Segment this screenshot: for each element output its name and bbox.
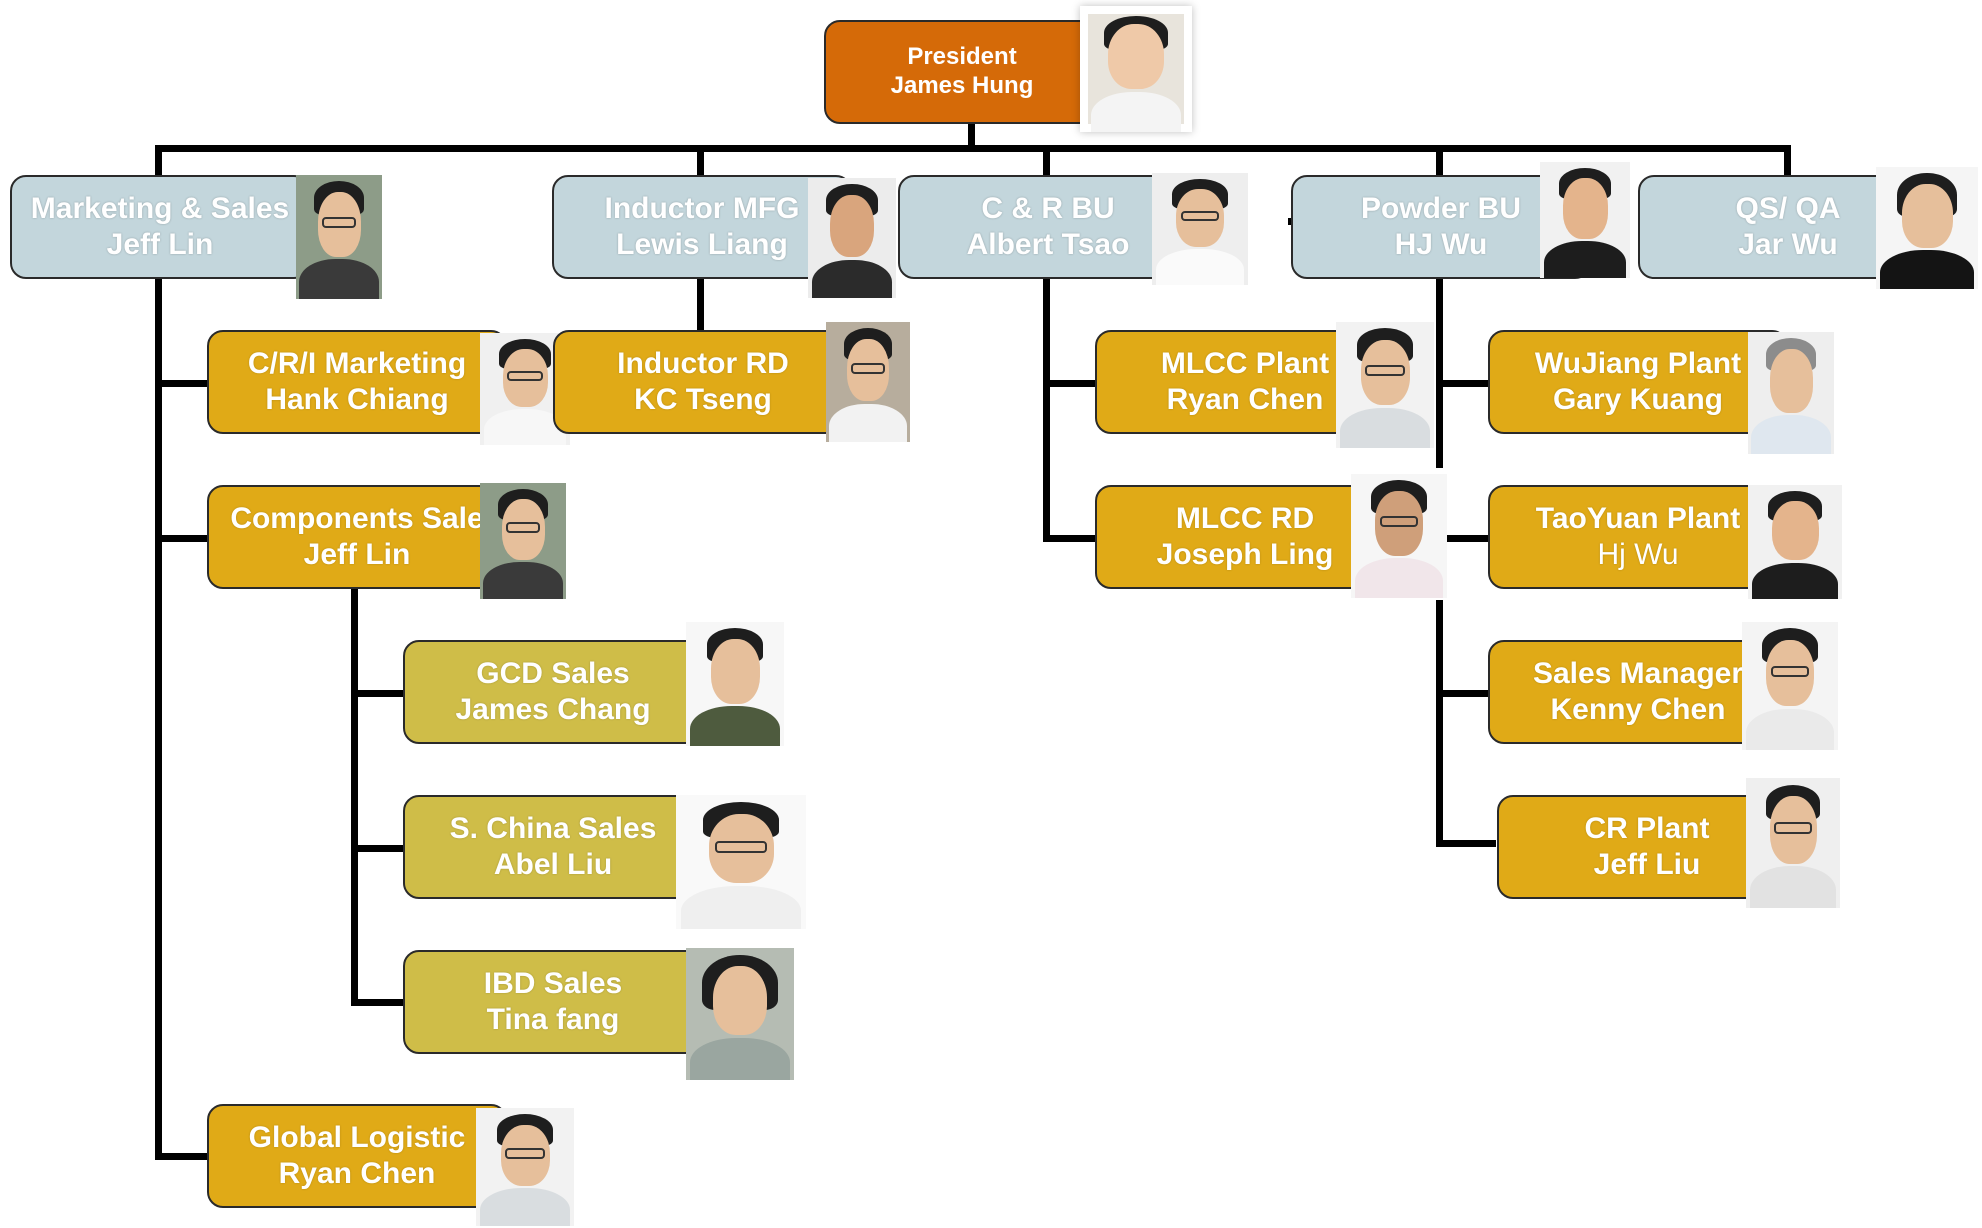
org-node-head[interactable]: Marketing & Sales Jeff Lin (10, 175, 310, 279)
person-photo (1080, 6, 1192, 132)
org-node-sub[interactable]: C/R/I Marketing Hank Chiang (207, 330, 507, 434)
org-node-sub[interactable]: MLCC RD Joseph Ling (1095, 485, 1395, 589)
connector-line (155, 148, 162, 176)
connector-line (1436, 278, 1443, 468)
node-role: GCD Sales (476, 657, 630, 690)
org-node-sub[interactable]: GCD Sales James Chang (403, 640, 703, 744)
connector-line (155, 278, 162, 1160)
org-node-president[interactable]: President James Hung (824, 20, 1100, 124)
connector-line (155, 535, 207, 542)
person-photo (480, 483, 566, 599)
connector-line (1436, 690, 1488, 697)
connector-line (697, 278, 704, 330)
node-name: Hank Chiang (265, 383, 449, 416)
node-name: Gary Kuang (1552, 383, 1724, 416)
node-name: Jar Wu (1738, 228, 1838, 261)
node-role: S. China Sales (449, 812, 657, 845)
connector-line (1446, 535, 1488, 542)
node-name: James Chang (455, 693, 651, 726)
connector-line (351, 845, 403, 852)
connector-line (155, 380, 207, 387)
connector-line (351, 999, 403, 1006)
connector-line (1043, 278, 1050, 542)
node-role: President (907, 43, 1017, 71)
person-photo (1540, 162, 1630, 278)
node-name: KC Tseng (634, 383, 772, 416)
person-photo (1748, 485, 1842, 599)
node-name: Jeff Lin (106, 228, 214, 261)
node-role: C & R BU (981, 192, 1115, 225)
node-role: Components Sale (230, 502, 484, 535)
node-role: Global Logistic (248, 1121, 466, 1154)
node-name: Jeff Liu (1593, 848, 1701, 881)
person-photo (1152, 173, 1248, 285)
node-name: Kenny Chen (1550, 693, 1726, 726)
node-name: Lewis Liang (616, 228, 788, 261)
person-photo (476, 1108, 574, 1226)
org-node-sub[interactable]: Inductor RD KC Tseng (553, 330, 853, 434)
org-node-head[interactable]: C & R BU Albert Tsao (898, 175, 1198, 279)
node-name: HJ Wu (1394, 228, 1488, 261)
connector-line (1436, 600, 1443, 845)
org-node-sub[interactable]: Sales Manager Kenny Chen (1488, 640, 1788, 744)
org-node-head[interactable]: Inductor MFG Lewis Liang (552, 175, 852, 279)
node-name: Ryan Chen (1166, 383, 1324, 416)
node-name: James Hung (890, 72, 1034, 99)
node-role: C/R/I Marketing (247, 347, 467, 380)
node-role: Inductor RD (617, 347, 789, 380)
node-role: Marketing & Sales (30, 192, 290, 225)
org-node-sub[interactable]: TaoYuan Plant Hj Wu (1488, 485, 1788, 589)
connector-line (1436, 840, 1496, 847)
node-name: Ryan Chen (278, 1157, 436, 1190)
person-photo (676, 795, 806, 929)
connector-line (351, 588, 358, 1006)
connector-line (155, 145, 1791, 152)
node-name: Hj Wu (1597, 538, 1679, 571)
person-photo (1742, 622, 1838, 750)
person-photo (1336, 322, 1434, 448)
connector-line (1436, 380, 1488, 387)
person-photo (1351, 474, 1447, 598)
connector-line (1784, 148, 1791, 176)
node-role: Sales Manager (1532, 657, 1744, 690)
person-photo (1876, 167, 1978, 289)
person-photo (1746, 778, 1840, 908)
connector-line (1043, 148, 1050, 176)
connector-line (1436, 148, 1443, 176)
person-photo (808, 178, 896, 298)
connector-line (155, 1153, 207, 1160)
node-name: Jeff Lin (303, 538, 411, 571)
person-photo (826, 322, 910, 442)
org-node-sub[interactable]: Global Logistic Ryan Chen (207, 1104, 507, 1208)
org-node-sub[interactable]: WuJiang Plant Gary Kuang (1488, 330, 1788, 434)
person-photo (686, 948, 794, 1080)
person-photo (480, 333, 570, 445)
node-role: IBD Sales (483, 967, 623, 1000)
node-name: Tina fang (486, 1003, 620, 1036)
node-role: Inductor MFG (604, 192, 800, 225)
connector-line (1043, 535, 1095, 542)
node-name: Joseph Ling (1156, 538, 1334, 571)
node-role: WuJiang Plant (1534, 347, 1742, 380)
node-role: Powder BU (1360, 192, 1522, 225)
node-role: CR Plant (1584, 812, 1710, 845)
node-name: Abel Liu (493, 848, 613, 881)
person-photo (296, 175, 382, 299)
org-node-sub[interactable]: Components Sale Jeff Lin (207, 485, 507, 589)
person-photo (686, 622, 784, 746)
org-node-sub[interactable]: S. China Sales Abel Liu (403, 795, 703, 899)
person-photo (1748, 332, 1834, 454)
node-role: MLCC Plant (1160, 347, 1330, 380)
node-role: MLCC RD (1175, 502, 1315, 535)
org-node-sub[interactable]: IBD Sales Tina fang (403, 950, 703, 1054)
node-role: TaoYuan Plant (1535, 502, 1741, 535)
connector-line (1043, 380, 1095, 387)
connector-line (351, 690, 403, 697)
node-name: Albert Tsao (966, 228, 1130, 261)
connector-line (968, 122, 975, 150)
node-role: QS/ QA (1735, 192, 1841, 225)
connector-line (697, 148, 704, 176)
